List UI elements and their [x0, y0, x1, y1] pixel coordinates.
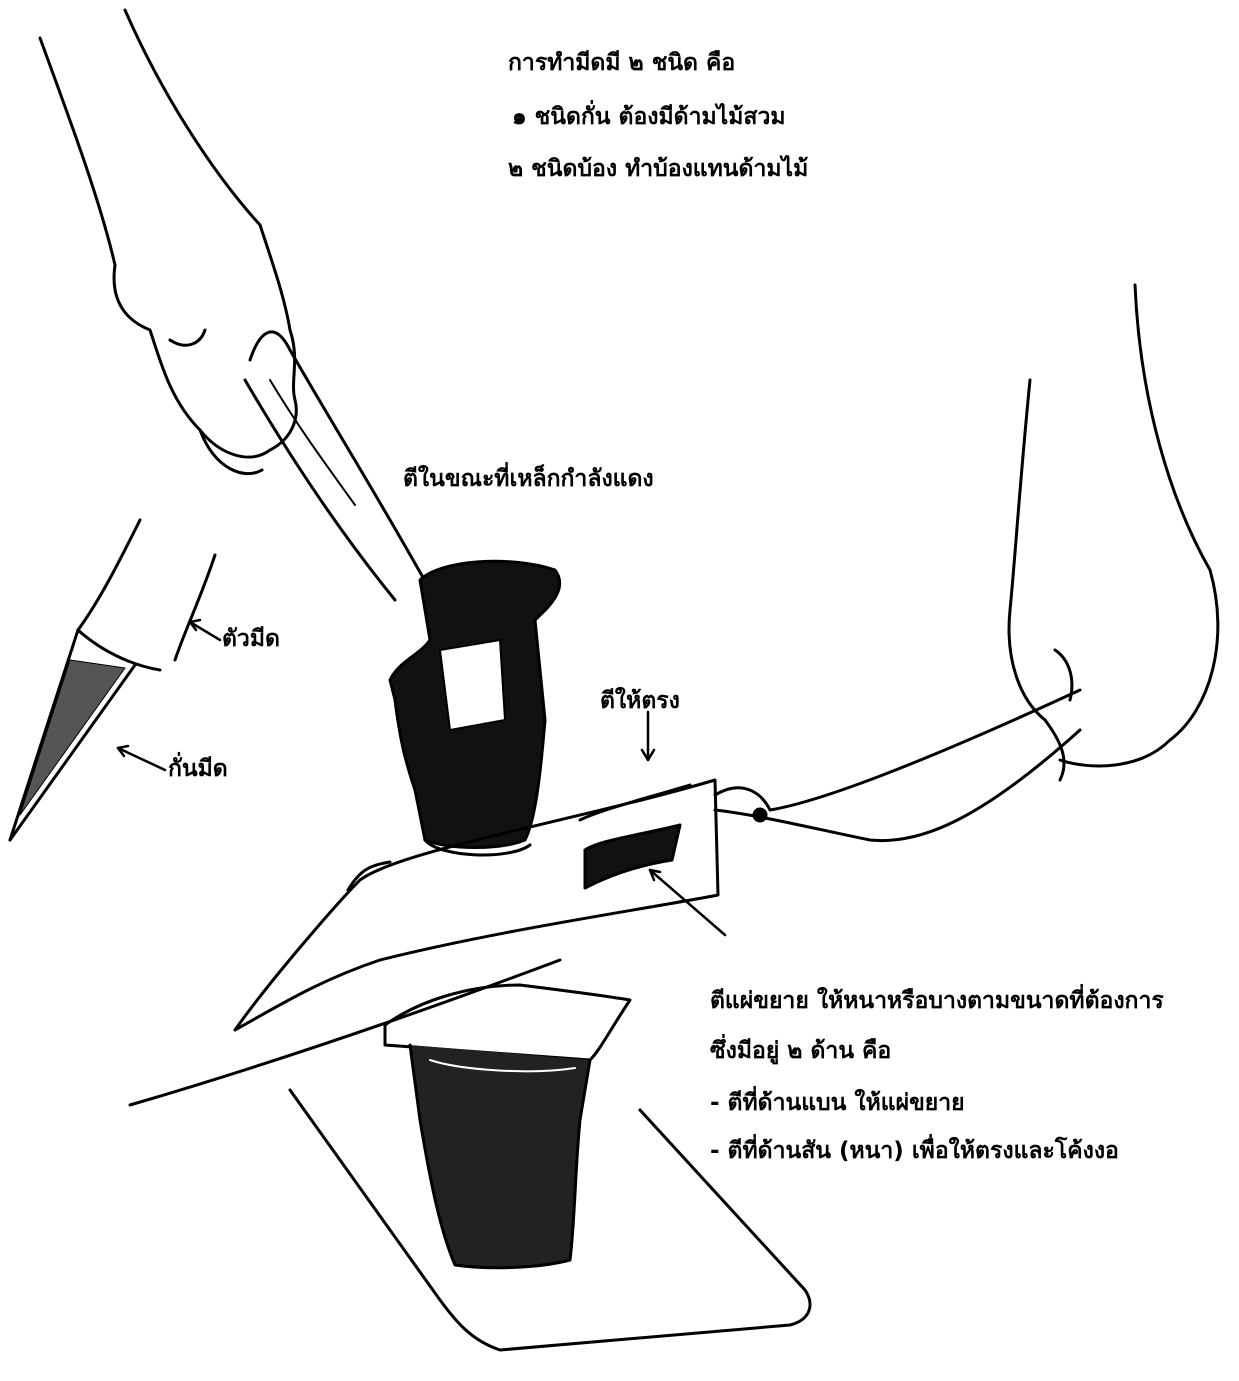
- type2-text: ๒ ชนิดบ้อง ทำบ้องแทนด้ามไม้: [508, 158, 808, 181]
- blade-label: ตัวมีด: [222, 628, 280, 651]
- title-text: การทำมีดมี ๒ ชนิด คือ: [508, 52, 735, 75]
- sides-intro-text: ซึ่งมีอยู่ ๒ ด้าน คือ: [710, 1040, 891, 1063]
- type1-text: ๑ ชนิดกั่น ต้องมีด้ามไม้สวม: [512, 106, 786, 129]
- hammer-head: [390, 561, 560, 855]
- straighten-label: ตีให้ตรง: [600, 690, 680, 713]
- side1-text: - ตีที่ด้านแบน ให้แผ่ขยาย: [710, 1092, 965, 1115]
- left-arm-sleeve: [40, 10, 260, 265]
- anvil: [385, 985, 630, 1268]
- tongs: [715, 690, 1080, 841]
- tongs-hand: [1009, 285, 1218, 780]
- tang-label: กั่นมีด: [168, 758, 228, 781]
- flatten-label: ตีแผ่ขยาย ให้หนาหรือบางตามขนาดที่ต้องการ: [710, 990, 1164, 1013]
- hit-while-red-label: ตีในขณะที่เหล็กกำลังแดง: [403, 468, 654, 491]
- hammer-hand: [114, 225, 296, 474]
- side2-text: - ตีที่ด้านสัน (หนา) เพื่อให้ตรงและโค้งง…: [710, 1140, 1119, 1163]
- knife-detail: [10, 520, 215, 840]
